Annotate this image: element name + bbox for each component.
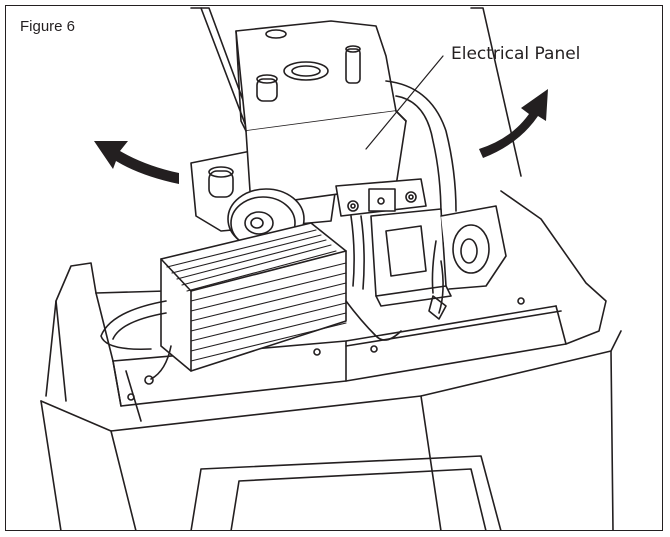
electrical-panel-box: [235, 20, 457, 217]
curved-arrow-left-icon: [94, 141, 179, 184]
curved-arrow-right-icon: [479, 89, 548, 158]
platform-deck: [45, 190, 607, 422]
heatsink-fins: [166, 229, 347, 362]
figure-frame: Figure 6 Electrical Panel: [5, 5, 663, 531]
callout-leader: [365, 55, 444, 150]
figure-title: Figure 6: [20, 18, 76, 35]
transformer-assembly: [335, 178, 507, 320]
heatsink-controller: [100, 222, 402, 385]
base-body: [40, 330, 622, 530]
electrical-panel-label: Electrical Panel: [451, 44, 581, 64]
machine-illustration: [40, 7, 622, 530]
